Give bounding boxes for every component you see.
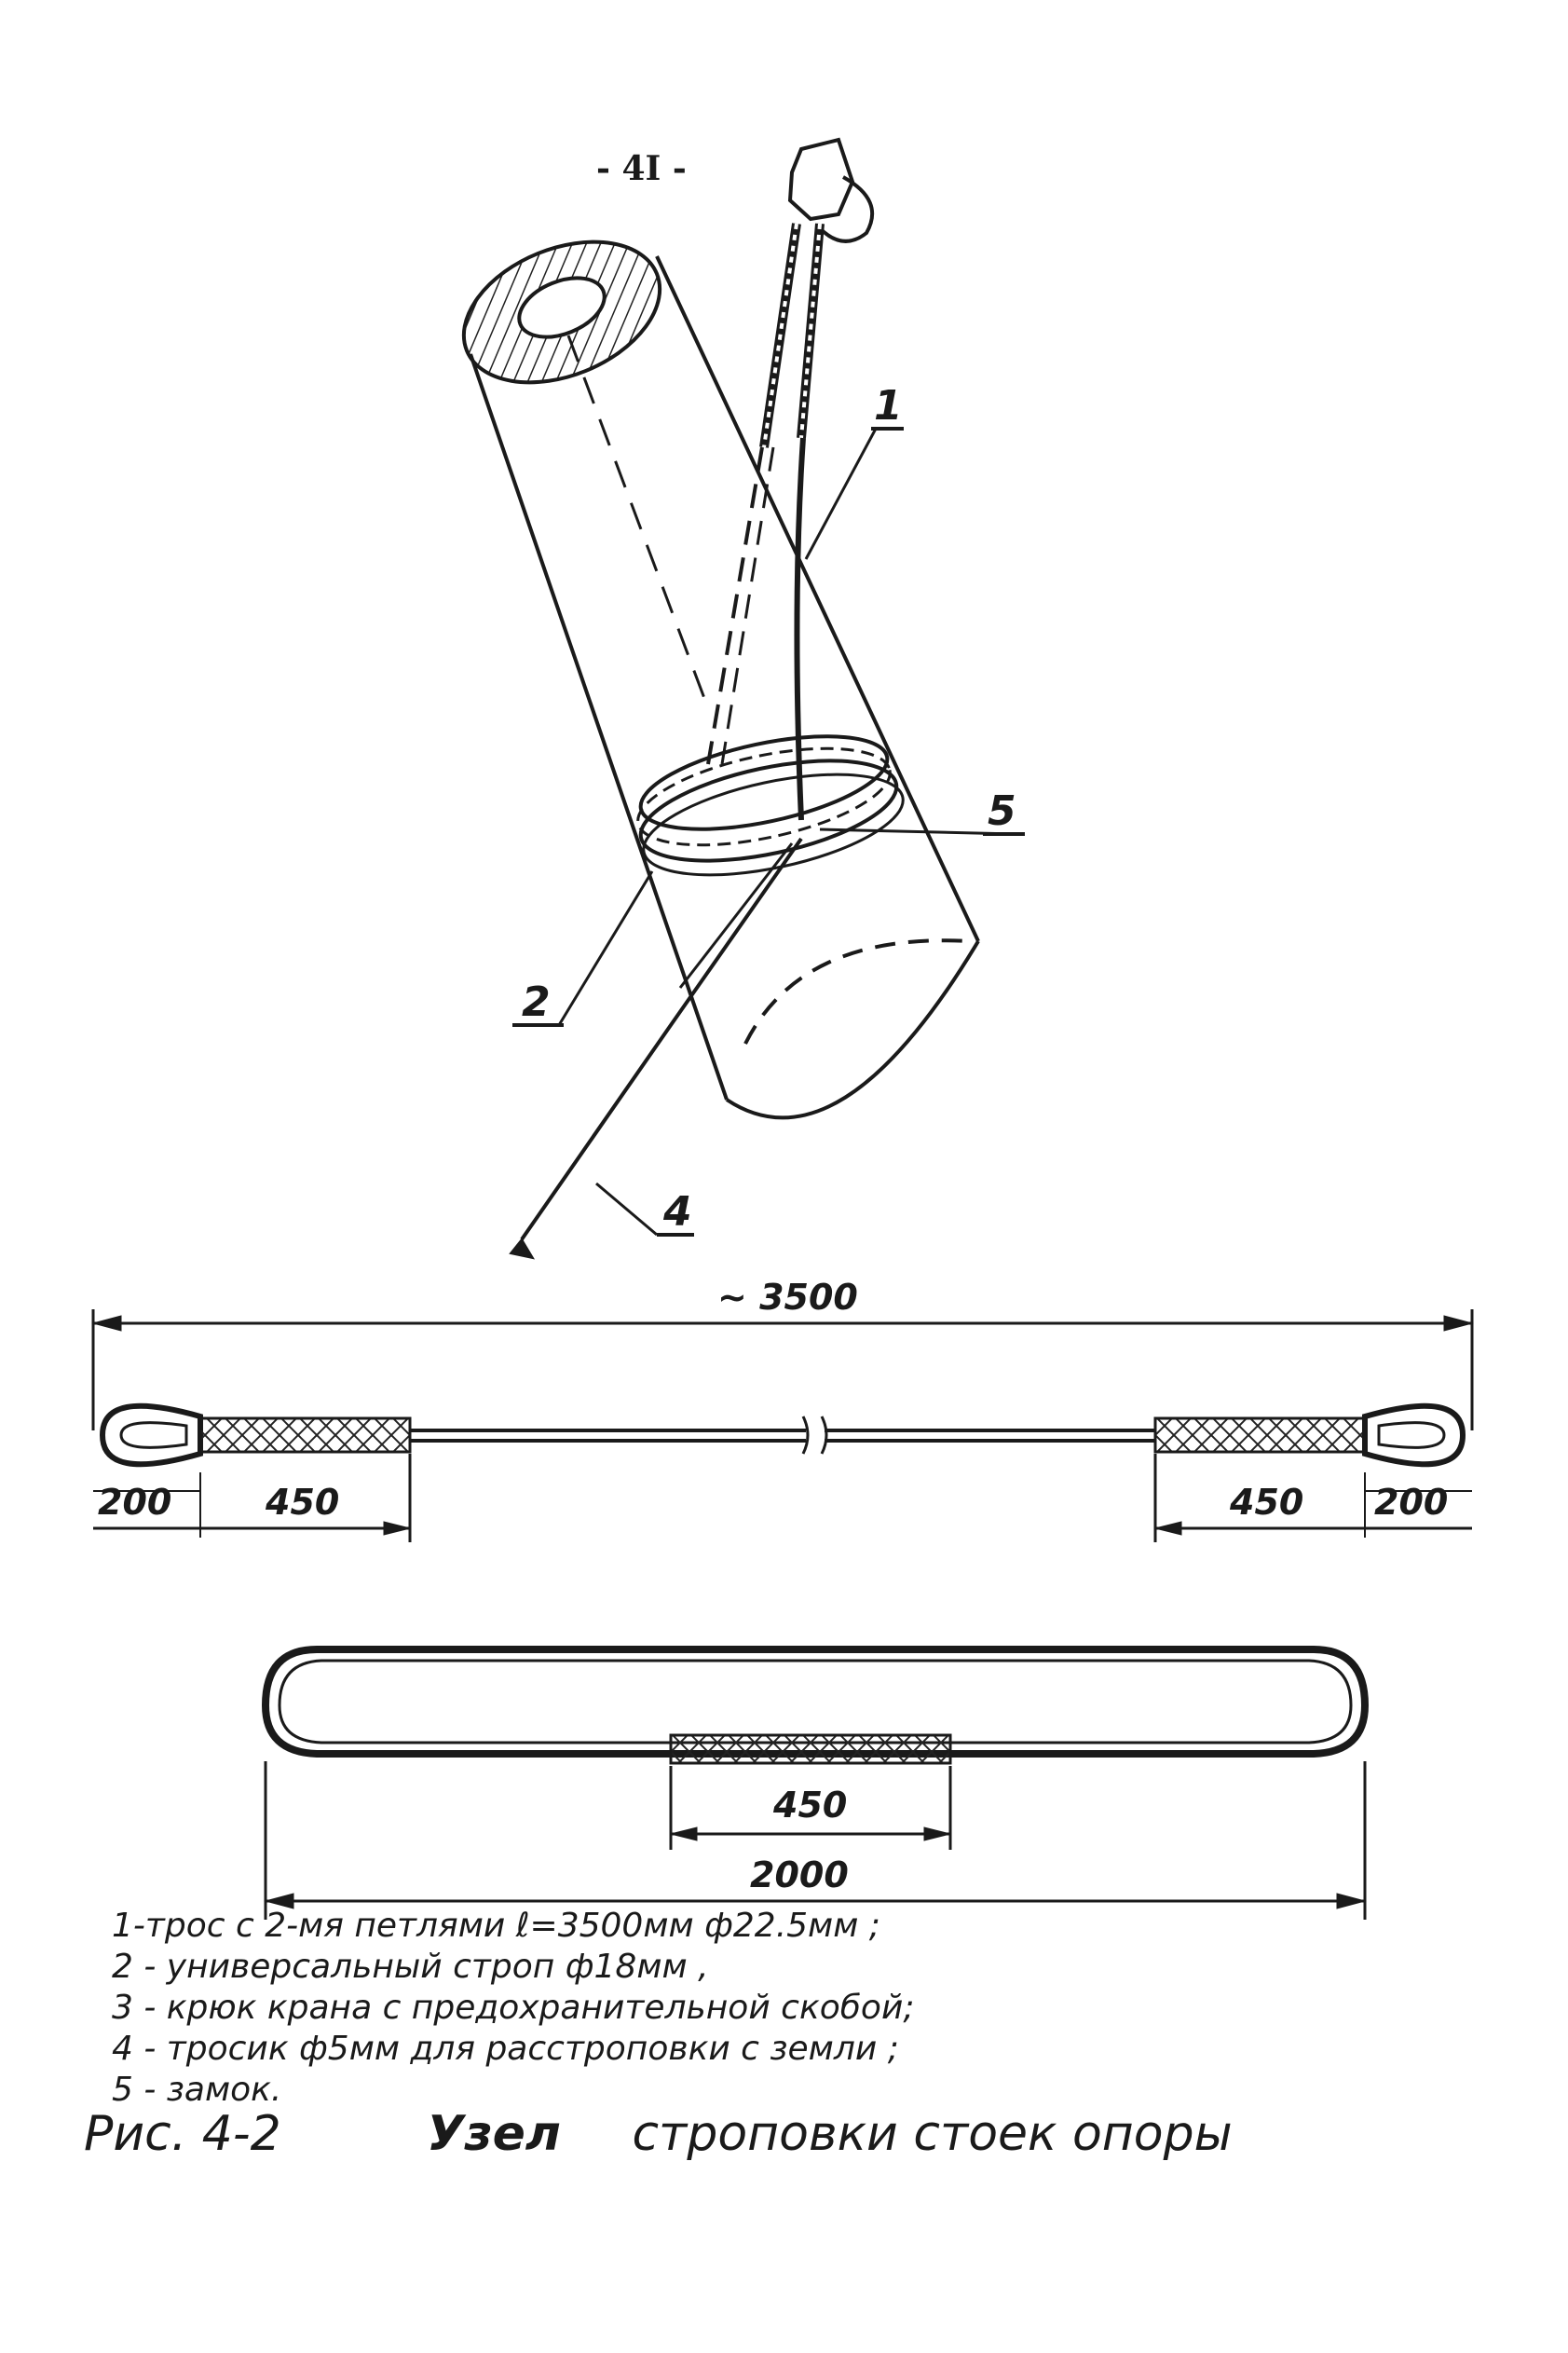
page-number: - 4I -: [596, 149, 687, 188]
pole-drawing: [461, 239, 980, 1120]
dim-total-length: ~ 3500: [717, 1277, 858, 1318]
sling-assembly: [509, 137, 1025, 1260]
dim-sling-length: 2000: [750, 1854, 849, 1895]
figure-title: строповки стоек опоры: [632, 2106, 1233, 2162]
dim-left-splice: 450: [265, 1482, 339, 1523]
legend-item: 5 - замок.: [112, 2071, 282, 2109]
legend-item: 2 - универсальный строп ф18мм ,: [112, 1948, 709, 1986]
figure-title-word: Узел: [427, 2106, 561, 2162]
legend-item: 3 - крюк крана с предохранительной скобо…: [112, 1989, 915, 2027]
figure-caption: Рис. 4-2 Узел строповки стоек опоры: [84, 2106, 1481, 2162]
dim-sling-splice: 450: [772, 1785, 847, 1826]
callout-4: 4: [662, 1188, 692, 1236]
endless-sling-drawing: [261, 1646, 1370, 1920]
dim-left-eye: 200: [98, 1482, 171, 1523]
legend-item: 4 - тросик ф5мм для расстроповки с земли…: [112, 2030, 899, 2068]
dim-right-splice: 450: [1229, 1482, 1303, 1523]
callout-5: 5: [988, 787, 1016, 835]
figure-number: Рис. 4-2: [84, 2106, 281, 2162]
rope-with-eyes-drawing: [91, 1309, 1474, 1542]
callout-2: 2: [522, 978, 551, 1026]
dim-right-eye: 200: [1374, 1482, 1448, 1523]
parts-legend: 1-трос с 2-мя петлями ℓ=3500мм ф22.5мм ;…: [112, 1906, 1463, 2111]
pole-bore: [517, 276, 607, 339]
legend-item: 1-трос с 2-мя петлями ℓ=3500мм ф22.5мм ;: [112, 1907, 880, 1945]
callout-1: 1: [874, 382, 903, 430]
